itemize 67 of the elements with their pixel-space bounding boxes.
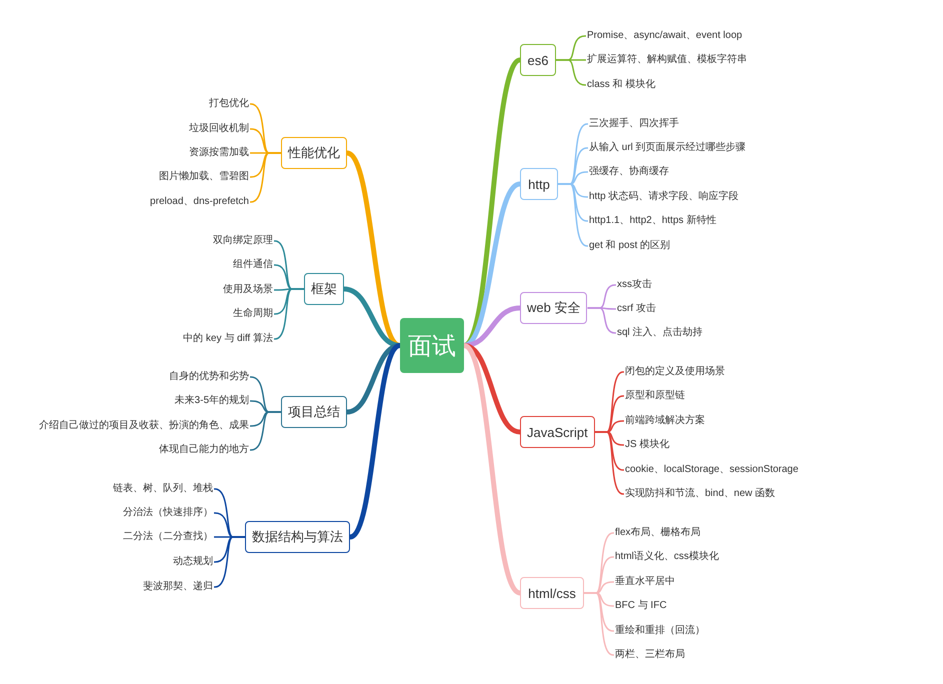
subtopic-text: 动态规划 — [172, 556, 214, 568]
subtopic-text: html语义化、css模块化 — [614, 551, 720, 563]
subtopic-text: get 和 post 的区别 — [588, 240, 672, 252]
subtopic-text: 三次握手、四次挥手 — [588, 118, 680, 130]
subtopic-text: 双向绑定原理 — [212, 235, 274, 247]
subtopic-text: 资源按需加载 — [188, 147, 250, 159]
subtopic-text: sql 注入、点击劫持 — [616, 327, 704, 339]
subtopic-text: 图片懒加载、雪碧图 — [158, 171, 250, 183]
subtopic-text: 实现防抖和节流、bind、new 函数 — [624, 488, 776, 500]
subtopic-text: 中的 key 与 diff 算法 — [182, 333, 274, 345]
subtopic-text: 体现自己能力的地方 — [158, 444, 250, 456]
subtopic-text: csrf 攻击 — [616, 303, 657, 315]
topic-box: 性能优化 — [281, 137, 347, 169]
connector-line — [250, 411, 281, 451]
subtopic-text: 闭包的定义及使用场景 — [624, 366, 726, 378]
subtopic-text: 组件通信 — [232, 259, 274, 271]
subtopic-text: 从输入 url 到页面展示经过哪些步骤 — [588, 142, 747, 154]
branch-line — [348, 343, 402, 540]
central-topic-box: 面试 — [400, 318, 464, 373]
subtopic-text: 原型和原型链 — [624, 390, 686, 402]
topic-box: web 安全 — [520, 292, 588, 324]
subtopic-text: 斐波那契、递归 — [142, 581, 214, 593]
topic-box: 项目总结 — [281, 396, 347, 428]
subtopic-text: 扩展运算符、解构赋值、模板字符串 — [586, 54, 748, 66]
branch-line — [344, 286, 400, 348]
topic-box: JavaScript — [520, 416, 595, 448]
connector-line — [594, 431, 624, 495]
topic-box: 数据结构与算法 — [245, 521, 350, 553]
subtopic-text: 分治法（快速排序） — [122, 507, 214, 519]
subtopic-text: 二分法（二分查找） — [122, 531, 214, 543]
branch-line — [462, 344, 522, 595]
topic-box: es6 — [520, 44, 556, 76]
subtopic-text: 使用及场景 — [222, 284, 274, 296]
subtopic-text: cookie、localStorage、sessionStorage — [624, 464, 800, 476]
topic-box: html/css — [520, 577, 584, 609]
subtopic-text: http 状态码、请求字段、响应字段 — [588, 191, 740, 203]
connector-line — [558, 183, 588, 247]
subtopic-text: 两栏、三栏布局 — [614, 649, 686, 661]
subtopic-text: 介绍自己做过的项目及收获、扮演的角色、成果 — [38, 420, 250, 432]
subtopic-text: 重绘和重排（回流） — [614, 625, 706, 637]
branch-line — [463, 343, 521, 434]
connector-line — [274, 288, 304, 340]
subtopic-text: http1.1、http2、https 新特性 — [588, 215, 718, 227]
subtopic-text: 生命周期 — [232, 308, 274, 320]
subtopic-text: 未来3-5年的规划 — [174, 395, 250, 407]
connector-line — [584, 592, 614, 656]
subtopic-text: class 和 模块化 — [586, 79, 656, 91]
subtopic-text: 前端跨域解决方案 — [624, 415, 706, 427]
subtopic-text: 垂直水平居中 — [614, 576, 676, 588]
subtopic-text: 自身的优势和劣势 — [168, 371, 250, 383]
subtopic-text: 打包优化 — [208, 98, 250, 110]
connector-line — [556, 59, 586, 86]
subtopic-text: 垃圾回收机制 — [188, 123, 250, 135]
branch-line — [346, 343, 401, 414]
topic-box: 框架 — [304, 273, 344, 305]
connector-line — [250, 152, 281, 203]
subtopic-text: 强缓存、协商缓存 — [588, 166, 670, 178]
subtopic-text: BFC 与 IFC — [614, 600, 668, 612]
connector-line — [214, 536, 245, 588]
subtopic-text: 链表、树、队列、堆栈 — [112, 483, 214, 495]
subtopic-text: xss攻击 — [616, 279, 653, 291]
subtopic-text: preload、dns-prefetch — [149, 196, 250, 208]
branch-line — [464, 306, 520, 348]
subtopic-text: Promise、async/await、event loop — [586, 30, 744, 42]
topic-box: http — [520, 168, 558, 200]
subtopic-text: JS 模块化 — [624, 439, 670, 451]
subtopic-text: flex布局、栅格布局 — [614, 527, 702, 539]
